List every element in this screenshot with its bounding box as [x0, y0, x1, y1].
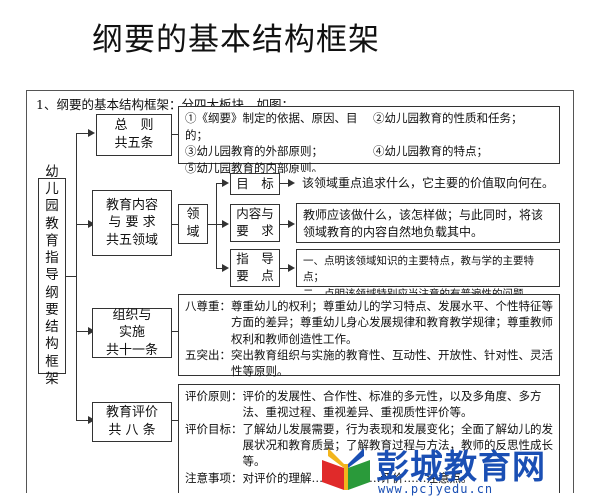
section-label-line: 教育评价	[105, 405, 158, 421]
sub-label-line: 指 导	[236, 251, 274, 267]
root-char: 要	[45, 301, 59, 318]
entry-key: 五突出：	[185, 347, 231, 362]
section-label-line: 组织与	[112, 307, 152, 323]
section-label-line: 与 要 求	[108, 215, 156, 231]
entry-row: 八尊重： 尊重幼儿的权利；尊重幼儿的学习特点、发展水平、个性特征等方面的差异；尊…	[185, 298, 553, 347]
watermark: 彭城教育网 www.pcjyedu.cn	[318, 440, 598, 496]
connector	[216, 224, 224, 225]
sub-goal-label: 目 标	[230, 173, 280, 195]
sub-text: 一、点明该领域知识的主要特点，教与学的主要特点；	[303, 255, 534, 284]
watermark-url: www.pcjyedu.cn	[378, 482, 494, 496]
list-item: ④幼儿园教育的特点；	[373, 144, 488, 159]
sub-text: 该领域重点追求什么，它主要的价值取向何在。	[302, 176, 555, 190]
connector	[280, 224, 290, 225]
root-char: 园	[45, 198, 59, 215]
arrow-icon	[288, 264, 295, 272]
connector	[216, 183, 217, 268]
domain-char: 领	[186, 207, 200, 223]
section-label-line: 共 八 条	[108, 423, 156, 438]
arrow-icon	[222, 179, 229, 187]
arrow-icon	[222, 220, 229, 228]
connector	[66, 276, 76, 277]
sub-label-line: 要 求	[236, 223, 274, 238]
entry-key: 评价目标：	[185, 421, 243, 436]
root-char: 导	[45, 267, 59, 284]
root-char: 幼	[45, 163, 59, 180]
arrow-icon	[88, 129, 95, 137]
section-label-line: 共十一条	[105, 342, 158, 358]
connector	[76, 331, 90, 332]
section-label-line: 共五条	[114, 136, 154, 151]
watermark-name: 彭城教育网	[376, 447, 546, 486]
sub-guidance-label: 指 导 要 点	[230, 249, 280, 287]
arrow-icon	[288, 179, 295, 187]
sub-text: 教师应该做什么，该怎样做；与此同时，将该领域教育的内容自然地负载其中。	[303, 208, 544, 240]
connector	[76, 133, 77, 420]
entry-text: 尊重幼儿的权利；尊重幼儿的学习特点、发展水平、个性特征等方面的差异；尊重幼儿身心…	[231, 299, 553, 346]
connector	[76, 224, 90, 225]
connector	[172, 134, 178, 135]
root-char: 教	[45, 215, 59, 232]
arrow-icon	[88, 327, 95, 335]
arrow-icon	[288, 220, 295, 228]
root-node: 幼儿园教育指导纲要结构框架	[38, 164, 66, 387]
connector	[172, 420, 178, 421]
connector	[216, 183, 224, 184]
sub-label-line: 要 点	[236, 268, 274, 283]
section-implementation-label: 组织与 实施 共十一条	[92, 308, 172, 358]
list-item: ②幼儿园教育的性质和任务；	[373, 111, 523, 125]
root-char: 指	[45, 250, 59, 267]
section-label-line: 共五领域	[105, 232, 158, 248]
root-char: 框	[45, 353, 59, 370]
sub-guidance-text: 一、点明该领域知识的主要特点，教与学的主要特点； 二、点明该领域特别应当注意的有…	[296, 249, 560, 300]
section-label-line: 总 则	[114, 118, 154, 134]
entry-row: 评价目标： 了解幼儿发展需要，行为表现和发展变化；全面了解幼儿的发展状况和教育质…	[185, 421, 553, 470]
sub-goal-text: 该领域重点追求什么，它主要的价值取向何在。	[296, 172, 560, 196]
book-logo-icon	[322, 448, 370, 490]
list-item: ①《纲要》制定的依据、原因、目的；	[185, 111, 358, 142]
section-general-label: 总 则 共五条	[96, 114, 172, 156]
connector	[172, 331, 178, 332]
entry-key: 评价原则：	[185, 389, 243, 403]
entry-row: 评价原则： 评价的发展性、合作性、标准的多元性，以及多角度、多方法、重视过程、重…	[185, 388, 553, 421]
connector	[76, 133, 90, 134]
section-evaluation-label: 教育评价 共 八 条	[92, 402, 172, 442]
arrow-icon	[88, 416, 95, 424]
section-content-label: 教育内容 与 要 求 共五领域	[92, 190, 172, 256]
connector	[76, 420, 90, 421]
connector	[208, 224, 216, 225]
root-char: 构	[45, 336, 59, 353]
root-char: 纲	[45, 284, 59, 301]
section-label-line: 教育内容	[105, 197, 158, 213]
connector	[172, 224, 178, 225]
entry-text: 了解幼儿发展需要，行为表现和发展变化；全面了解幼儿的发展状况和教育质量；了解教育…	[242, 421, 554, 469]
list-item: ⑤幼儿园教育的内部原则。	[185, 161, 323, 176]
section-general-content: ①《纲要》制定的依据、原因、目的； ②幼儿园教育的性质和任务； ③幼儿园教育的外…	[178, 106, 560, 175]
root-char: 育	[45, 232, 59, 249]
entry-key: 注意事项：	[185, 470, 243, 485]
list-item: ③幼儿园教育的外部原则；	[185, 144, 323, 159]
arrow-icon	[88, 220, 95, 228]
sub-label-line: 目 标	[236, 175, 274, 191]
page-title: 纲要的基本结构框架	[92, 22, 380, 58]
entry-text: 评价的发展性、合作性、标准的多元性，以及多角度、多方法、重视过程、重视差异、重视…	[242, 389, 542, 420]
diagram-frame	[26, 90, 574, 493]
section-implementation-content: 八尊重： 尊重幼儿的权利；尊重幼儿的学习特点、发展水平、个性特征等方面的差异；尊…	[178, 294, 560, 378]
sub-content-text: 教师应该做什么，该怎样做；与此同时，将该领域教育的内容自然地负载其中。	[296, 203, 560, 243]
connector	[216, 268, 224, 269]
section-label-line: 实施	[118, 325, 145, 341]
sub-content-label: 内容与 要 求	[230, 204, 280, 242]
connector	[280, 183, 290, 184]
entry-text: 突出教育组织与实施的教育性、互动性、开放性、针对性、灵活性等原则。	[231, 347, 553, 379]
root-char: 结	[45, 319, 59, 336]
arrow-icon	[222, 264, 229, 272]
sub-label-line: 内容与	[236, 206, 274, 222]
root-char: 儿	[45, 181, 59, 198]
domain-char: 域	[186, 225, 200, 240]
connector	[280, 268, 290, 269]
entry-key: 八尊重：	[185, 299, 231, 313]
root-char: 架	[45, 370, 59, 387]
entry-row: 五突出： 突出教育组织与实施的教育性、互动性、开放性、针对性、灵活性等原则。	[185, 347, 553, 380]
domain-node: 领 域	[178, 204, 208, 244]
